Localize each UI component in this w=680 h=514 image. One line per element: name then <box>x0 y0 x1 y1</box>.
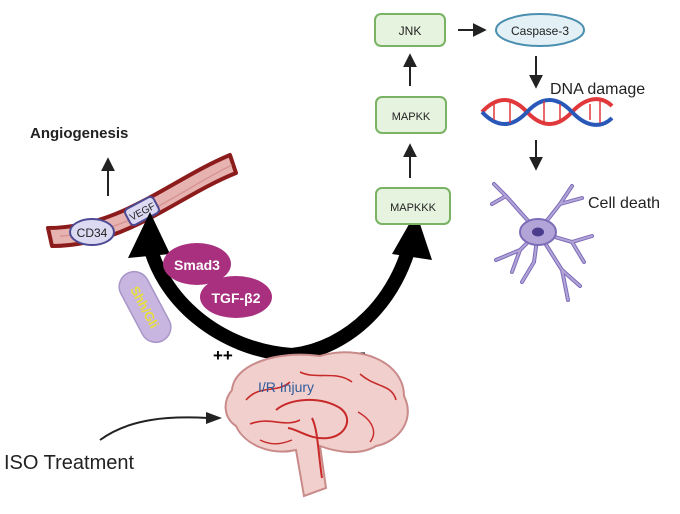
tgf-beta2-molecule: TGF-β2 <box>200 276 272 318</box>
inhibit-curve-arrow <box>285 229 419 362</box>
dna-damage-label: DNA damage <box>550 81 645 98</box>
angiogenesis-label: Angiogenesis <box>30 125 128 142</box>
mapkkk-label: MAPKKK <box>390 202 437 214</box>
dna-helix-icon <box>480 97 614 127</box>
vegf-receptor: VEGF <box>124 195 160 227</box>
mapkk-label: MAPKK <box>392 111 431 123</box>
tgf-beta2-label: TGF-β2 <box>212 290 261 306</box>
cd34-label: CD34 <box>77 226 108 240</box>
smad3-label: Smad3 <box>174 257 220 273</box>
jnk-box: JNK <box>374 13 446 47</box>
smad3-molecule: Smad3 <box>163 243 231 285</box>
mapkkk-box: MAPKKK <box>375 187 451 225</box>
brain-icon <box>224 351 409 498</box>
mapkk-box: MAPKK <box>375 96 447 134</box>
promote-arrowhead <box>128 212 170 258</box>
neuron-icon <box>490 182 594 302</box>
cell-death-label: Cell death <box>588 195 660 212</box>
inhibit-arrowhead <box>392 212 432 260</box>
iso-label: ISO Treatment <box>4 452 134 474</box>
caspase3-label: Caspase-3 <box>511 24 569 38</box>
jnk-label: JNK <box>399 24 422 38</box>
cd34-receptor: CD34 <box>69 218 115 246</box>
promote-sign: ++ <box>213 346 233 365</box>
iso-arrowhead <box>206 412 222 424</box>
promote-curve-arrow <box>141 231 299 362</box>
caspase3-node: Caspase-3 <box>495 13 585 47</box>
injury-label: I/R Injury <box>258 379 314 395</box>
iso-arrow <box>99 416 209 441</box>
